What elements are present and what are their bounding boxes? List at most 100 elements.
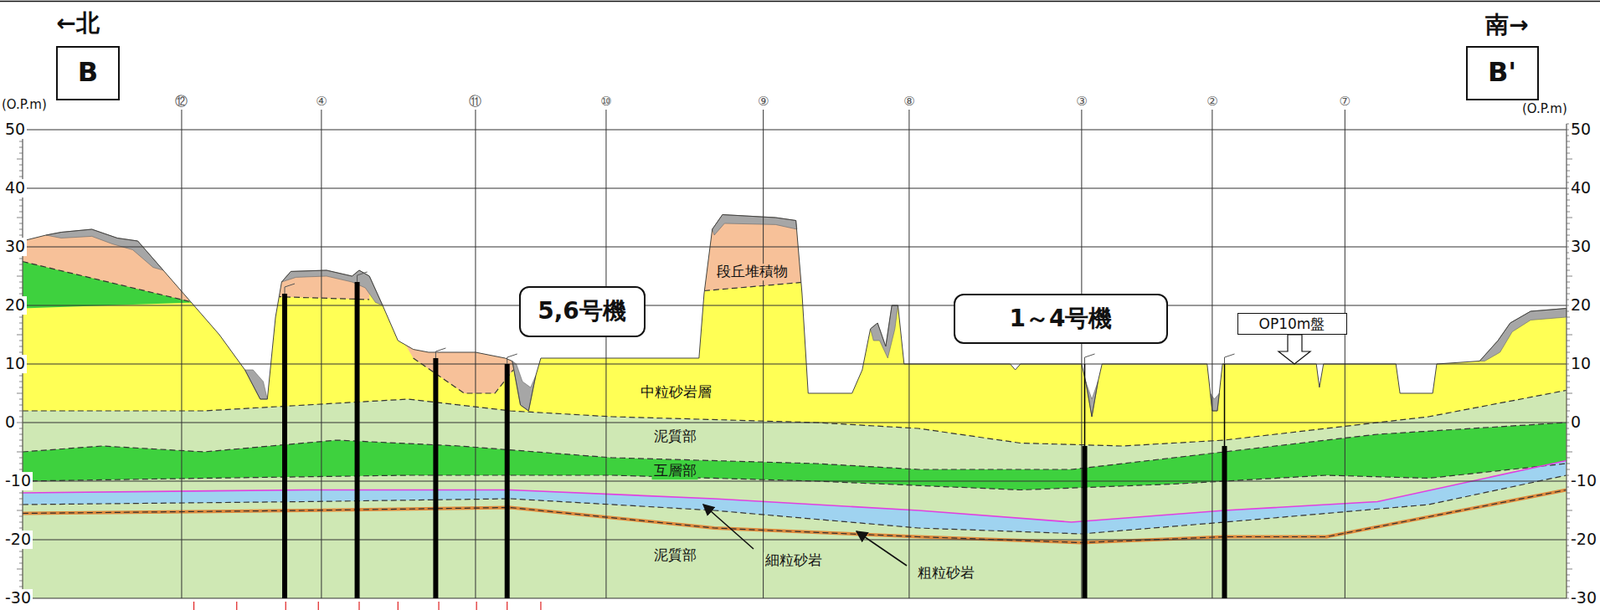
axis-tick <box>1566 229 1570 231</box>
section-number: ⑧ <box>903 94 915 109</box>
direction-label: ←北 <box>56 10 99 37</box>
grid-line <box>22 305 1567 307</box>
axis-tick <box>19 205 23 207</box>
axis-tick <box>19 375 23 377</box>
axis-tick <box>19 387 23 389</box>
axis-tick <box>19 557 23 559</box>
axis-tick <box>1566 581 1570 582</box>
grid-line <box>22 364 1567 366</box>
axis-tick <box>19 200 23 201</box>
direction-label: 南→ <box>1485 11 1528 39</box>
axis-tick <box>1566 381 1570 383</box>
ground-surface <box>22 215 1567 418</box>
red-tick <box>506 601 508 610</box>
layer-name: 泥質部 <box>652 547 699 565</box>
axis-tick <box>1566 575 1570 577</box>
axis-number: 10 <box>1569 354 1593 374</box>
axis-number: -10 <box>1569 472 1599 491</box>
axis-tick <box>1566 446 1570 448</box>
borehole <box>504 364 510 599</box>
layer-boundary <box>22 463 1567 491</box>
axis-tick <box>19 469 23 471</box>
axis-tick <box>19 581 23 582</box>
axis-tick <box>19 522 23 524</box>
axis-number: 50 <box>3 120 27 139</box>
box-text: OP10m盤 <box>1259 316 1326 333</box>
axis-number: -20 <box>3 530 33 550</box>
axis-tick <box>19 411 23 412</box>
axis-number: 40 <box>3 179 27 198</box>
section-mark-box: B <box>56 46 120 101</box>
red-tick <box>236 601 237 610</box>
fine-sandstone-layer <box>22 461 1567 536</box>
axis-tick <box>19 270 23 272</box>
borehole <box>354 282 361 599</box>
section-line <box>1211 109 1213 599</box>
section-line <box>605 109 607 599</box>
axis-tick <box>1566 399 1570 401</box>
axis-number: 0 <box>3 413 17 433</box>
borehole-marker <box>507 354 518 365</box>
axis-tick <box>19 446 23 448</box>
ground-level-box: OP10m盤 <box>1237 313 1348 335</box>
axis-tick <box>1566 170 1570 172</box>
section-line <box>908 109 910 599</box>
axis-tick <box>16 452 23 453</box>
axis-tick <box>19 528 23 530</box>
red-tick <box>193 601 195 610</box>
borehole <box>432 358 438 599</box>
axis-tick <box>1566 346 1570 348</box>
fill-soil <box>1479 308 1567 362</box>
axis-tick <box>1566 217 1573 219</box>
terrace-deposit <box>694 205 807 292</box>
axis-tick <box>19 258 23 260</box>
axis-tick <box>1566 258 1570 260</box>
axis-tick <box>19 493 23 494</box>
axis-tick <box>1566 375 1570 377</box>
axis-tick <box>1566 440 1570 442</box>
section-line <box>474 109 476 599</box>
axis-tick <box>1566 235 1570 237</box>
section-number: ⑫ <box>174 94 188 109</box>
axis-tick <box>16 276 23 278</box>
grid-line <box>22 422 1567 424</box>
axis-tick <box>1566 499 1570 500</box>
axis-tick <box>19 457 23 459</box>
axis-tick <box>16 393 23 395</box>
red-tick <box>437 601 439 610</box>
hollow-arrow <box>1278 334 1311 365</box>
axis-number: -10 <box>3 472 33 491</box>
axis-tick <box>19 416 23 418</box>
axis-number: 30 <box>1569 237 1593 257</box>
axis-tick <box>19 340 23 342</box>
layer-boundary <box>22 422 1567 470</box>
axis-tick <box>16 217 23 219</box>
red-tick <box>397 601 399 610</box>
fill-soil <box>870 305 899 359</box>
alternation-layer <box>22 262 195 309</box>
fill-soil <box>1085 381 1099 417</box>
fill-soil <box>712 215 798 237</box>
axis-tick <box>1566 528 1570 530</box>
mudstone-layer <box>22 390 1567 600</box>
section-line <box>320 109 322 599</box>
axis-tick <box>19 141 23 143</box>
axis-tick <box>1566 164 1570 166</box>
axis-tick <box>1566 563 1570 565</box>
axis-tick <box>1566 159 1573 160</box>
red-tick <box>476 601 478 610</box>
axis-tick <box>19 463 23 465</box>
fill-soil <box>512 361 536 412</box>
axis-tick <box>1566 147 1570 149</box>
axis-tick <box>19 346 23 348</box>
axis-tick <box>19 586 23 588</box>
layer-name: 細粒砂岩 <box>763 552 824 570</box>
axis-tick <box>19 147 23 149</box>
axis-tick <box>19 153 23 155</box>
borehole-marker <box>1085 354 1096 365</box>
axis-number: 10 <box>3 354 27 374</box>
axis-tick <box>16 159 23 160</box>
axis-tick <box>19 428 23 430</box>
